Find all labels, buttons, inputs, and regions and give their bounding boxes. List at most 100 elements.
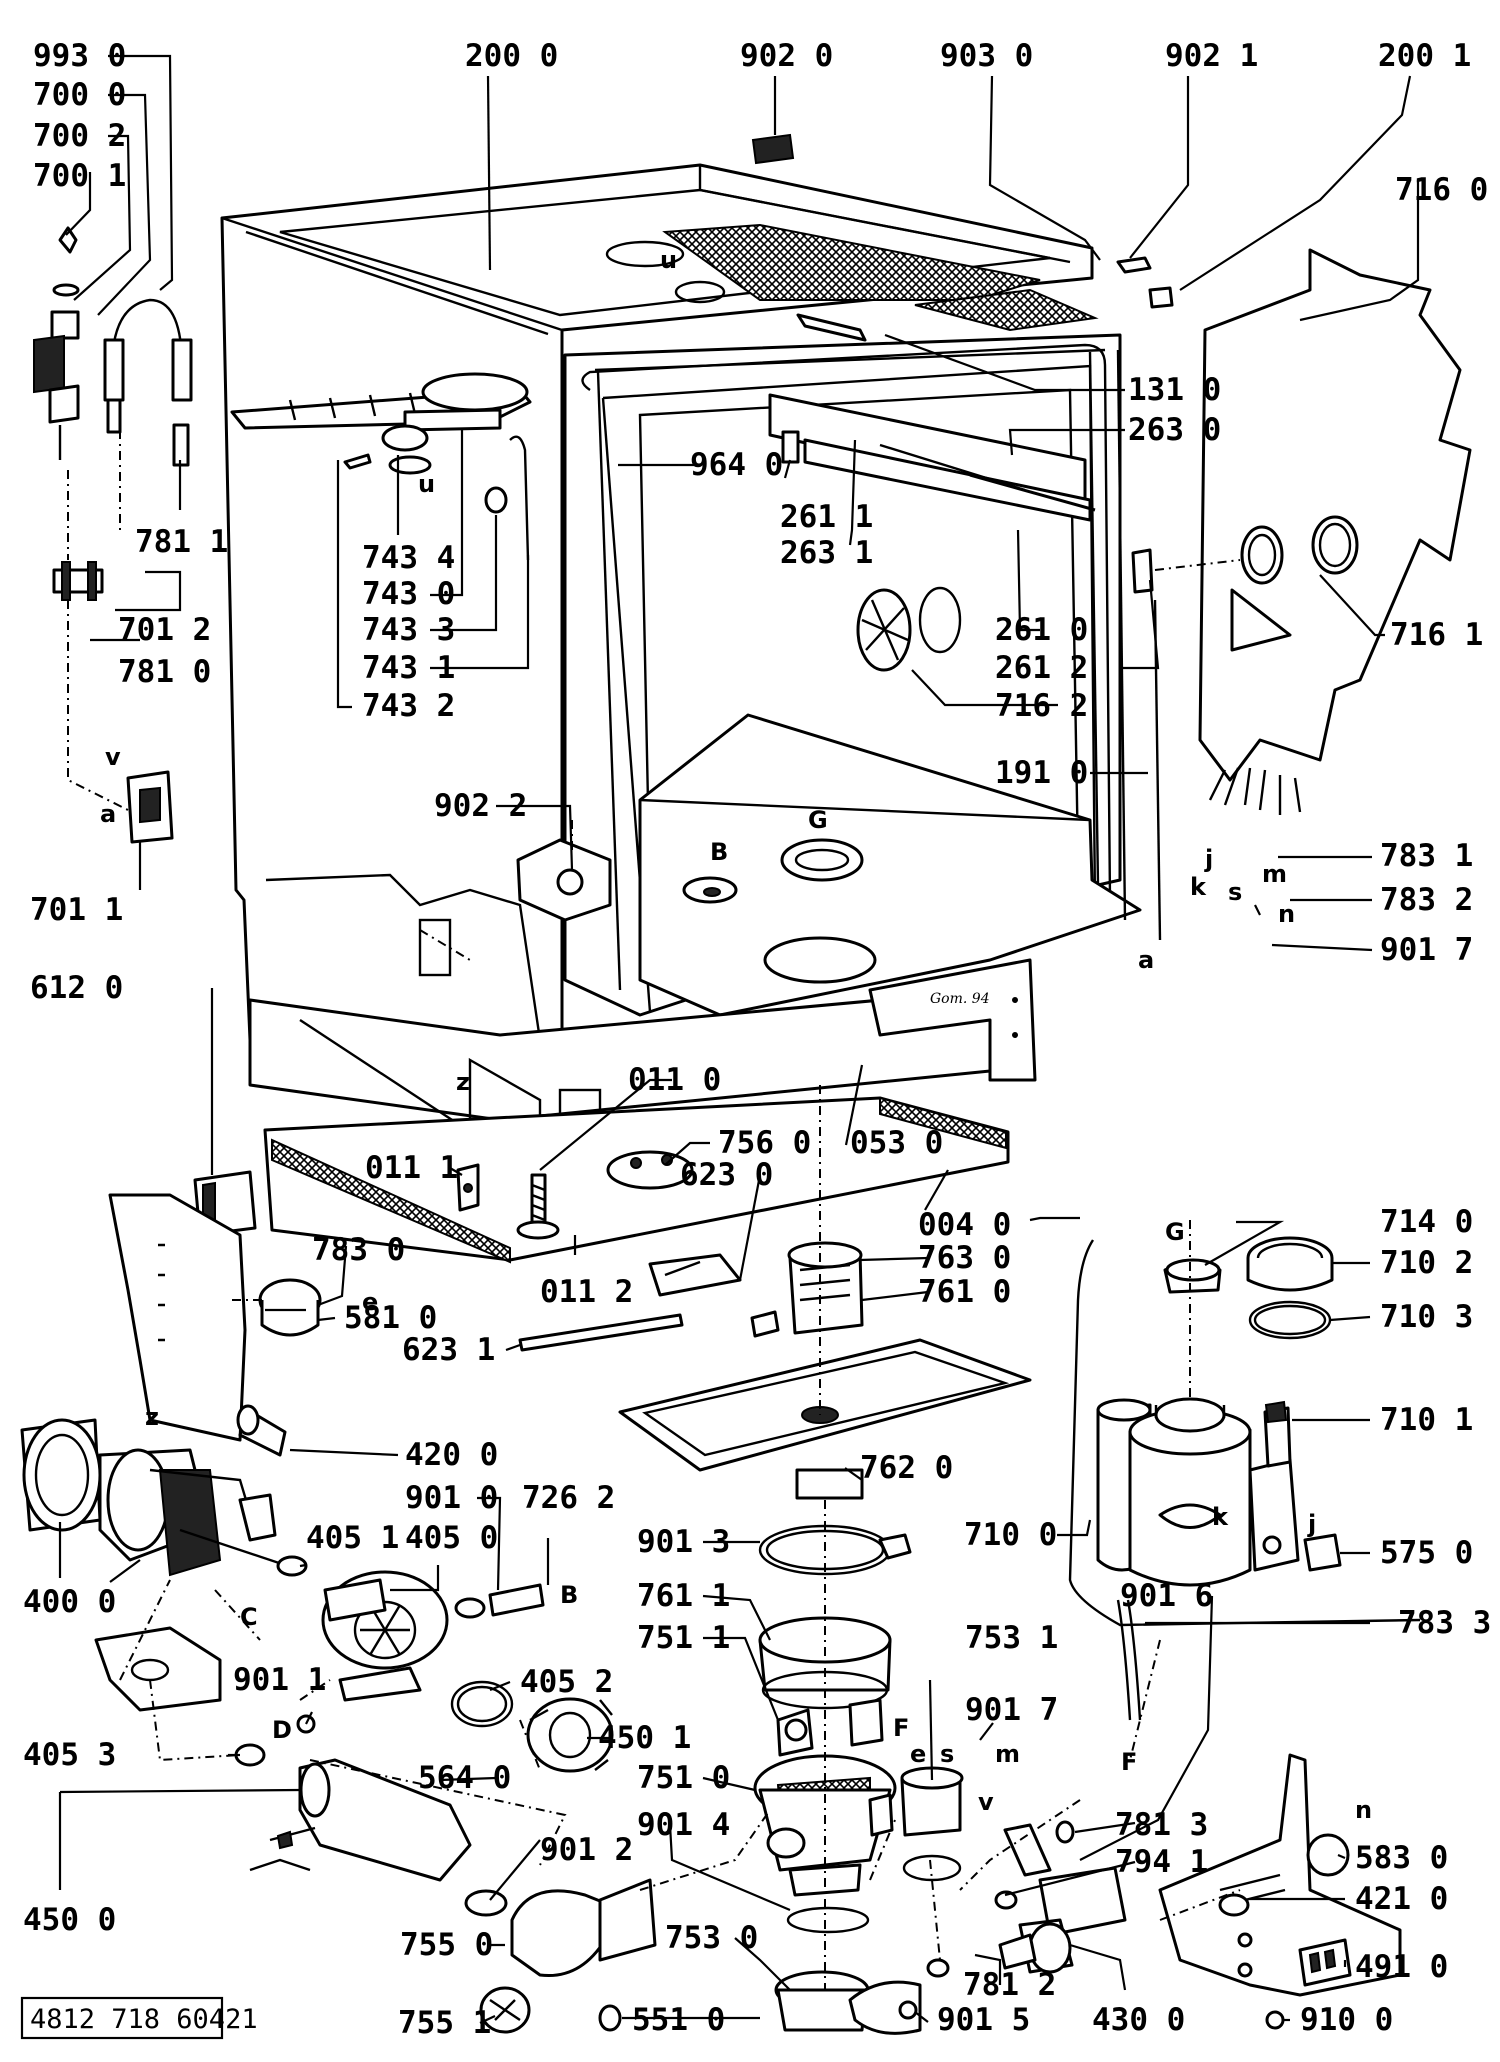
label-491-0: 491 0 — [1355, 1949, 1448, 1985]
label-751-0: 751 0 — [637, 1760, 730, 1796]
label-263-1: 263 1 — [780, 535, 873, 571]
softener-group — [1068, 1236, 1421, 1721]
label-131-0: 131 0 — [1128, 372, 1221, 408]
label-011-1: 011 1 — [365, 1150, 458, 1186]
label-261-1: 261 1 — [780, 499, 873, 535]
letter-B-lower: B — [560, 1581, 578, 1609]
document-reference-number: 4812 718 60421 — [30, 2004, 258, 2035]
label-783-0: 783 0 — [312, 1232, 405, 1268]
document-reference-box — [20, 1996, 224, 2040]
leader-lines — [58, 54, 1420, 2024]
control-bracket-group — [1158, 1753, 1402, 2030]
letter-C: C — [240, 1603, 258, 1631]
label-004-0: 004 0 — [918, 1207, 1011, 1243]
label-751-1: 751 1 — [637, 1620, 730, 1656]
label-430-0: 430 0 — [1092, 2002, 1185, 2038]
label-450-0: 450 0 — [23, 1902, 116, 1938]
label-902-2: 902 2 — [434, 788, 527, 824]
label-011-0: 011 0 — [628, 1062, 721, 1098]
label-263-0: 263 0 — [1128, 412, 1221, 448]
label-623-1: 623 1 — [402, 1332, 495, 1368]
label-903-0: 903 0 — [940, 38, 1033, 74]
label-575-0: 575 0 — [1380, 1535, 1473, 1571]
label-551-0: 551 0 — [632, 2002, 725, 2038]
label-753-0: 753 0 — [665, 1920, 758, 1956]
letter-e-lower: e — [910, 1740, 926, 1768]
label-710-2: 710 2 — [1380, 1245, 1473, 1281]
label-901-7-lower: 901 7 — [965, 1692, 1058, 1728]
label-794-1: 794 1 — [1115, 1844, 1208, 1880]
label-743-1: 743 1 — [362, 650, 455, 686]
label-910-0: 910 0 — [1300, 2002, 1393, 2038]
label-901-5: 901 5 — [937, 2002, 1030, 2038]
label-901-7: 901 7 — [1380, 932, 1473, 968]
document-reference: 4812 718 60421 — [20, 1996, 258, 2040]
label-710-0: 710 0 — [964, 1517, 1057, 1553]
label-902-0: 902 0 — [740, 38, 833, 74]
label-755-1: 755 1 — [398, 2005, 491, 2041]
label-623-0: 623 0 — [680, 1157, 773, 1193]
label-726-2: 726 2 — [522, 1480, 615, 1516]
top-panel-parts — [230, 133, 1174, 941]
letter-F-softener: F — [1121, 1748, 1137, 1776]
label-901-2: 901 2 — [540, 1832, 633, 1868]
letter-m: m — [1262, 860, 1287, 888]
hose-clamp-parts — [33, 226, 193, 844]
label-405-1: 405 1 — [306, 1520, 399, 1556]
letter-u: u — [418, 470, 435, 498]
label-700-1: 700 1 — [33, 158, 126, 194]
letter-v-lower: v — [978, 1788, 994, 1816]
label-700-0: 700 0 — [33, 77, 126, 113]
label-716-2: 716 2 — [995, 688, 1088, 724]
label-743-3: 743 3 — [362, 612, 455, 648]
letter-j-softener: j — [1307, 1510, 1316, 1538]
label-901-4: 901 4 — [637, 1807, 730, 1843]
label-581-0: 581 0 — [344, 1300, 437, 1336]
letter-u-top: u — [660, 246, 677, 274]
label-583-0: 583 0 — [1355, 1840, 1448, 1876]
label-762-0: 762 0 — [860, 1450, 953, 1486]
side-insulation-drawing — [1154, 248, 1472, 815]
letter-k-softener: k — [1212, 1503, 1229, 1531]
label-783-3: 783 3 — [1398, 1605, 1491, 1641]
letter-G-lower: G — [1165, 1218, 1185, 1246]
label-200-0: 200 0 — [465, 38, 558, 74]
label-761-1: 761 1 — [637, 1578, 730, 1614]
label-743-4: 743 4 — [362, 540, 455, 576]
label-701-1: 701 1 — [30, 892, 123, 928]
sump-group — [518, 1241, 1127, 2035]
label-781-3: 781 3 — [1115, 1807, 1208, 1843]
label-564-0: 564 0 — [418, 1760, 511, 1796]
letter-s-lower: s — [940, 1740, 954, 1768]
letter-s: s — [1228, 878, 1242, 906]
letter-B: B — [710, 838, 728, 866]
label-420-0: 420 0 — [405, 1437, 498, 1473]
label-261-0: 261 0 — [995, 612, 1088, 648]
label-902-1: 902 1 — [1165, 38, 1258, 74]
label-781-2: 781 2 — [963, 1967, 1056, 2003]
label-716-0: 716 0 — [1395, 172, 1488, 208]
label-964-0: 964 0 — [690, 447, 783, 483]
label-783-2: 783 2 — [1380, 882, 1473, 918]
label-405-0: 405 0 — [405, 1520, 498, 1556]
label-901-0: 901 0 — [405, 1480, 498, 1516]
letter-z-lower: z — [145, 1403, 159, 1431]
label-756-0: 756 0 — [718, 1125, 811, 1161]
handwritten-note: Gom. 94 — [930, 991, 990, 1007]
letter-j: j — [1204, 845, 1213, 873]
letter-k: k — [1190, 873, 1207, 901]
letter-F: F — [893, 1714, 909, 1742]
label-781-0: 781 0 — [118, 654, 211, 690]
label-200-1: 200 1 — [1378, 38, 1471, 74]
part-labels: 993 0 700 0 700 2 700 1 781 1 701 2 781 … — [23, 38, 1491, 2041]
letter-D: D — [272, 1716, 292, 1744]
label-710-1: 710 1 — [1380, 1402, 1473, 1438]
label-761-0: 761 0 — [918, 1274, 1011, 1310]
connection-letters: u u v a B G z j k s m n a e z G C B D k … — [100, 246, 1372, 1824]
label-053-0: 053 0 — [850, 1125, 943, 1161]
label-743-0: 743 0 — [362, 576, 455, 612]
letter-z: z — [456, 1068, 470, 1096]
label-011-2: 011 2 — [540, 1274, 633, 1310]
letter-n-lower: n — [1355, 1796, 1372, 1824]
